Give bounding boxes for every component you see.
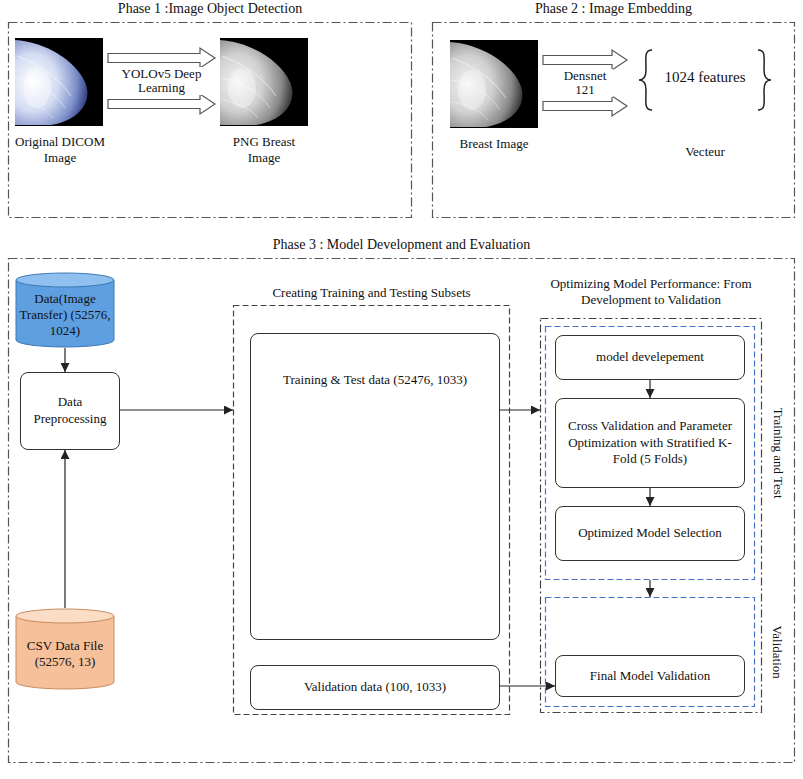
image-node: Original DICOM Image	[15, 38, 105, 178]
hollow-arrow	[543, 96, 627, 116]
dense-tissue	[458, 70, 486, 110]
image-caption: Breast Image	[448, 136, 540, 152]
region-border	[546, 598, 755, 707]
region-frame: Training and Testmodel develepementCross…	[545, 326, 755, 580]
process-box: Validation data (100, 1033)	[250, 665, 500, 710]
region-border	[433, 23, 795, 218]
process-box: Cross Validation and Parameter Optimizat…	[555, 398, 745, 488]
edge-label: Densnet 121	[557, 69, 613, 97]
region-border	[234, 306, 510, 715]
image-ground	[450, 40, 538, 128]
connector	[64, 450, 65, 608]
breast-shape	[220, 40, 292, 125]
cylinder-top	[16, 609, 114, 623]
data-cylinder: Data(Image Transfer) (52576, 1024)	[15, 272, 115, 348]
region-heading: Phase 1 :Image Object Detection	[8, 0, 412, 17]
region-frame: Phase 2 : Image EmbeddingBreast Image102…	[432, 22, 795, 218]
dicom-mammogram	[15, 38, 103, 126]
cylinder-text: Data(Image Transfer) (52576, 1024)	[19, 291, 111, 340]
box-text: Data Preprocessing	[27, 394, 113, 428]
image-caption: Original DICOM Image	[15, 134, 105, 167]
left-brace	[639, 50, 652, 110]
right-brace	[758, 50, 771, 110]
feature-count: 1024 features	[630, 69, 780, 86]
hollow-arrow	[543, 50, 627, 70]
region-heading: Optimizing Model Performance: From Devel…	[521, 276, 781, 309]
region-border	[9, 23, 412, 218]
image-caption: PNG Breast Image	[218, 134, 310, 167]
connector	[500, 409, 540, 410]
connector	[649, 488, 650, 506]
connector	[500, 685, 555, 686]
breast-mammogram	[450, 40, 538, 128]
cylinder-body	[16, 280, 114, 347]
image-ground	[15, 38, 103, 126]
region-outline	[432, 22, 795, 218]
region-heading: Creating Training and Testing Subsets	[272, 285, 472, 301]
box-text: Final Model Validation	[590, 668, 710, 685]
process-box: model develepement	[555, 335, 745, 380]
breast-shape	[15, 40, 87, 125]
image-node: Breast Image	[448, 40, 540, 170]
box-text: Cross Validation and Parameter Optimizat…	[562, 418, 738, 469]
data-cylinder: CSV Data File (52576, 13)	[15, 608, 115, 690]
breast-shape	[450, 42, 522, 127]
connector	[649, 380, 650, 398]
region-frame: Creating Training and Testing SubsetsTra…	[233, 305, 510, 715]
cylinder-top	[16, 273, 114, 287]
region-heading: Training and Test	[769, 408, 785, 499]
box-text: model develepement	[596, 349, 704, 366]
region-heading: Validation	[769, 625, 785, 678]
region-frame: Phase 3 : Model Development and Evaluati…	[8, 258, 795, 763]
box-text: Training & Test data (52476, 1033)	[283, 372, 467, 389]
png-mammogram	[220, 38, 308, 126]
image-node: PNG Breast Image	[218, 38, 310, 178]
cylinder-body	[16, 616, 114, 689]
region-frame: Phase 1 :Image Object DetectionOriginal …	[8, 22, 412, 218]
dense-tissue	[23, 68, 51, 108]
region-border	[541, 319, 762, 713]
process-box: Training & Test data (52476, 1033)	[250, 333, 500, 640]
hollow-arrow	[108, 94, 215, 114]
process-box: Final Model Validation	[555, 655, 745, 697]
cylinder-text: CSV Data File (52576, 13)	[19, 638, 111, 671]
box-text: Validation data (100, 1033)	[304, 679, 446, 696]
dense-tissue	[228, 68, 256, 108]
connector	[120, 409, 233, 410]
cylinder-label-area: Data(Image Transfer) (52576, 1024)	[19, 288, 111, 342]
hollow-arrow	[108, 48, 215, 68]
process-box: Data Preprocessing	[20, 372, 120, 450]
edge-label: YOLOv5 Deep Learning	[122, 67, 202, 95]
region-heading: Phase 2 : Image Embedding	[432, 0, 795, 17]
region-border	[9, 259, 795, 763]
feature-vector: 1024 featuresVecteur	[630, 40, 780, 170]
connector	[64, 348, 65, 372]
region-frame: ValidationFinal Model Validation	[545, 597, 755, 707]
box-text: Optimized Model Selection	[578, 525, 722, 542]
image-ground	[220, 38, 308, 126]
region-outline	[8, 22, 412, 218]
region-heading: Phase 3 : Model Development and Evaluati…	[152, 236, 652, 254]
vector-caption: Vecteur	[630, 144, 780, 160]
region-frame: Optimizing Model Performance: From Devel…	[540, 318, 762, 713]
connector	[649, 580, 650, 597]
region-border	[546, 327, 755, 580]
process-box: Optimized Model Selection	[555, 506, 745, 561]
cylinder-label-area: CSV Data File (52576, 13)	[19, 624, 111, 684]
